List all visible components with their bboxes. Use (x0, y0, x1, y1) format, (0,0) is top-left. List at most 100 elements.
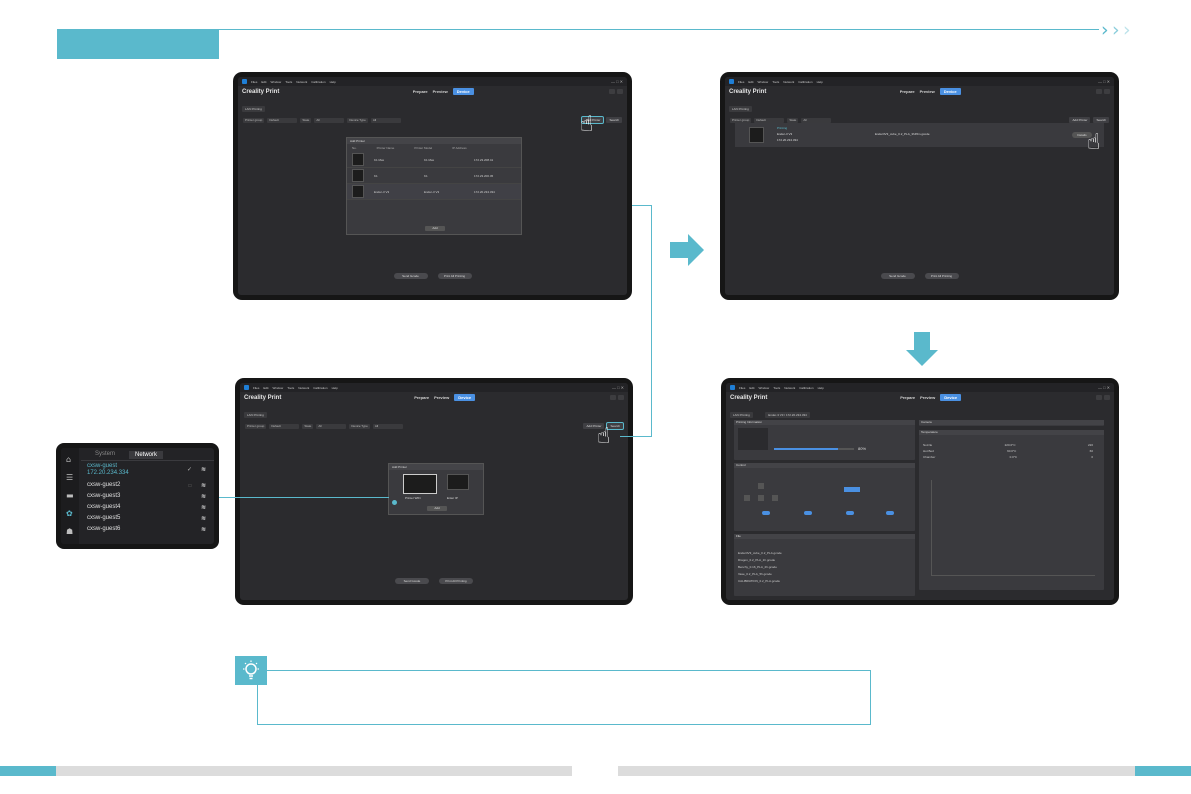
window-controls[interactable]: — □ ✕ (612, 385, 624, 390)
menu-edit[interactable]: Edit (263, 385, 269, 390)
search-button[interactable]: Search (606, 422, 624, 430)
list-item[interactable]: Ender3V3_cube_0.2_PLA.gcode (738, 551, 782, 555)
state-select[interactable]: All (316, 423, 347, 429)
menu-tools[interactable]: Tools (773, 385, 781, 390)
tab-preview[interactable]: Preview (432, 89, 448, 94)
tab-prepare[interactable]: Prepare (899, 89, 915, 94)
add-printer-button[interactable]: Add Printer (583, 423, 605, 429)
light-toggle[interactable] (886, 511, 894, 515)
window-controls[interactable]: — □ ✕ (1098, 79, 1110, 84)
state-select[interactable]: All (314, 117, 345, 123)
dialog-add-button[interactable]: Add (427, 506, 447, 511)
menu-edit[interactable]: Edit (749, 385, 755, 390)
tab-lan-printing[interactable]: LAN Printing (730, 412, 753, 418)
user-icon[interactable]: ☗ (66, 527, 74, 536)
tab-system[interactable]: System (95, 451, 116, 457)
list-item[interactable]: Benchy_0.16_PLA_2h.gcode (738, 565, 777, 569)
device-row[interactable]: Printing Ender-3 V3 172.20.234.334 Ender… (735, 123, 1104, 147)
fan-toggle[interactable] (846, 511, 854, 515)
gear-icon[interactable]: ✿ (66, 509, 73, 518)
menu-edit[interactable]: Edit (748, 79, 754, 84)
dialog-add-button[interactable]: Add (425, 226, 445, 231)
menu-help[interactable]: Help (817, 385, 824, 390)
tab-lan-printing[interactable]: LAN Printing (244, 412, 267, 418)
send-gcode-button[interactable]: Send Gcode (393, 273, 428, 279)
network-item[interactable]: cxsw-guest5 (87, 515, 121, 521)
breadcrumb[interactable]: Ender-3 V3 / 172.20.234.334 (765, 412, 810, 418)
home-icon[interactable]: ⌂ (66, 455, 72, 464)
add-printer-button[interactable]: Add Printer (581, 116, 605, 124)
search-button[interactable]: Search (1093, 117, 1109, 123)
menu-tools[interactable]: Tools (772, 79, 780, 84)
network-item[interactable]: cxsw-guest6 (87, 526, 121, 532)
menu-calibration[interactable]: Calibration (798, 79, 813, 84)
tab-prepare[interactable]: Prepare (414, 395, 430, 400)
list-item[interactable]: Vase_0.2_PLA_5h.gcode (738, 572, 772, 576)
tab-device[interactable]: Device (454, 394, 476, 401)
menu-files[interactable]: Files (739, 385, 746, 390)
tab-network[interactable]: Network (129, 451, 164, 459)
tab-prepare[interactable]: Prepare (412, 89, 428, 94)
tab-preview[interactable]: Preview (919, 89, 935, 94)
menu-window[interactable]: Window (272, 385, 284, 390)
printer-group-select[interactable]: Default (269, 423, 300, 429)
menu-tools[interactable]: Tools (285, 79, 293, 84)
list-item[interactable]: CALIBRATION_0.2_PLA.gcode (738, 579, 780, 583)
tab-device[interactable]: Device (939, 88, 961, 95)
menu-calibration[interactable]: Calibration (313, 385, 328, 390)
tab-prepare[interactable]: Prepare (900, 395, 916, 400)
user-icon[interactable] (1095, 89, 1102, 94)
menu-network[interactable]: Network (784, 385, 796, 390)
print-all-button[interactable]: Print All Printing (924, 273, 959, 279)
send-gcode-button[interactable]: Send Gcode (395, 578, 429, 584)
send-gcode-button[interactable]: Send Gcode (880, 273, 915, 279)
tab-lan-printing[interactable]: LAN Printing (729, 106, 752, 112)
menu-files[interactable]: Files (738, 79, 745, 84)
table-row[interactable]: K1 K1 172.23.200.45 (347, 168, 521, 184)
network-item[interactable]: cxsw-guest2 (87, 482, 121, 488)
network-name-connected[interactable]: cxsw-guest (87, 463, 118, 469)
menu-window[interactable]: Window (757, 79, 769, 84)
settings-sliders-icon[interactable]: ☰ (66, 473, 74, 482)
device-type-select[interactable]: All (370, 117, 401, 123)
table-row[interactable]: K1 Max K1 Max 172.23.208.41 (347, 152, 521, 168)
tab-device[interactable]: Device (452, 88, 474, 95)
settings-icon[interactable] (617, 395, 624, 400)
window-controls[interactable]: — □ ✕ (1098, 385, 1110, 390)
settings-icon[interactable] (616, 89, 623, 94)
selected-radio-indicator[interactable] (392, 500, 397, 505)
settings-icon[interactable] (1103, 89, 1110, 94)
tab-lan-printing[interactable]: LAN Printing (242, 106, 265, 112)
user-icon[interactable] (1095, 395, 1102, 400)
menu-help[interactable]: Help (329, 79, 336, 84)
folder-icon[interactable]: ▬ (66, 491, 74, 500)
user-icon[interactable] (608, 89, 615, 94)
print-all-button[interactable]: Print All Printing (439, 578, 473, 584)
device-details-button[interactable]: Details (1072, 132, 1092, 138)
speed-mode-button[interactable] (844, 487, 860, 492)
menu-window[interactable]: Window (270, 79, 282, 84)
menu-help[interactable]: Help (331, 385, 338, 390)
state-select[interactable]: All (801, 117, 832, 123)
table-row-selected[interactable]: Ender-3 V3 Ender-3 V3 172.20.234.334 (347, 184, 521, 200)
network-item[interactable]: cxsw-guest4 (87, 504, 121, 510)
network-item[interactable]: cxsw-guest3 (87, 493, 121, 499)
tab-device[interactable]: Device (940, 394, 962, 401)
menu-network[interactable]: Network (296, 79, 308, 84)
window-controls[interactable]: — □ ✕ (611, 79, 623, 84)
tab-preview[interactable]: Preview (920, 395, 936, 400)
jog-button[interactable] (772, 495, 778, 501)
search-button[interactable]: Search (606, 117, 622, 123)
settings-icon[interactable] (1103, 395, 1110, 400)
menu-files[interactable]: Files (251, 79, 258, 84)
printer-group-select[interactable]: Default (754, 117, 785, 123)
jog-button[interactable] (758, 483, 764, 489)
enter-ip-option[interactable] (447, 474, 469, 490)
tab-preview[interactable]: Preview (434, 395, 450, 400)
print-all-button[interactable]: Print All Printing (437, 273, 472, 279)
menu-edit[interactable]: Edit (261, 79, 267, 84)
jog-button[interactable] (744, 495, 750, 501)
menu-tools[interactable]: Tools (287, 385, 295, 390)
jog-button[interactable] (758, 495, 764, 501)
list-item[interactable]: Dragon_0.2_PLA_1h.gcode (738, 558, 776, 562)
